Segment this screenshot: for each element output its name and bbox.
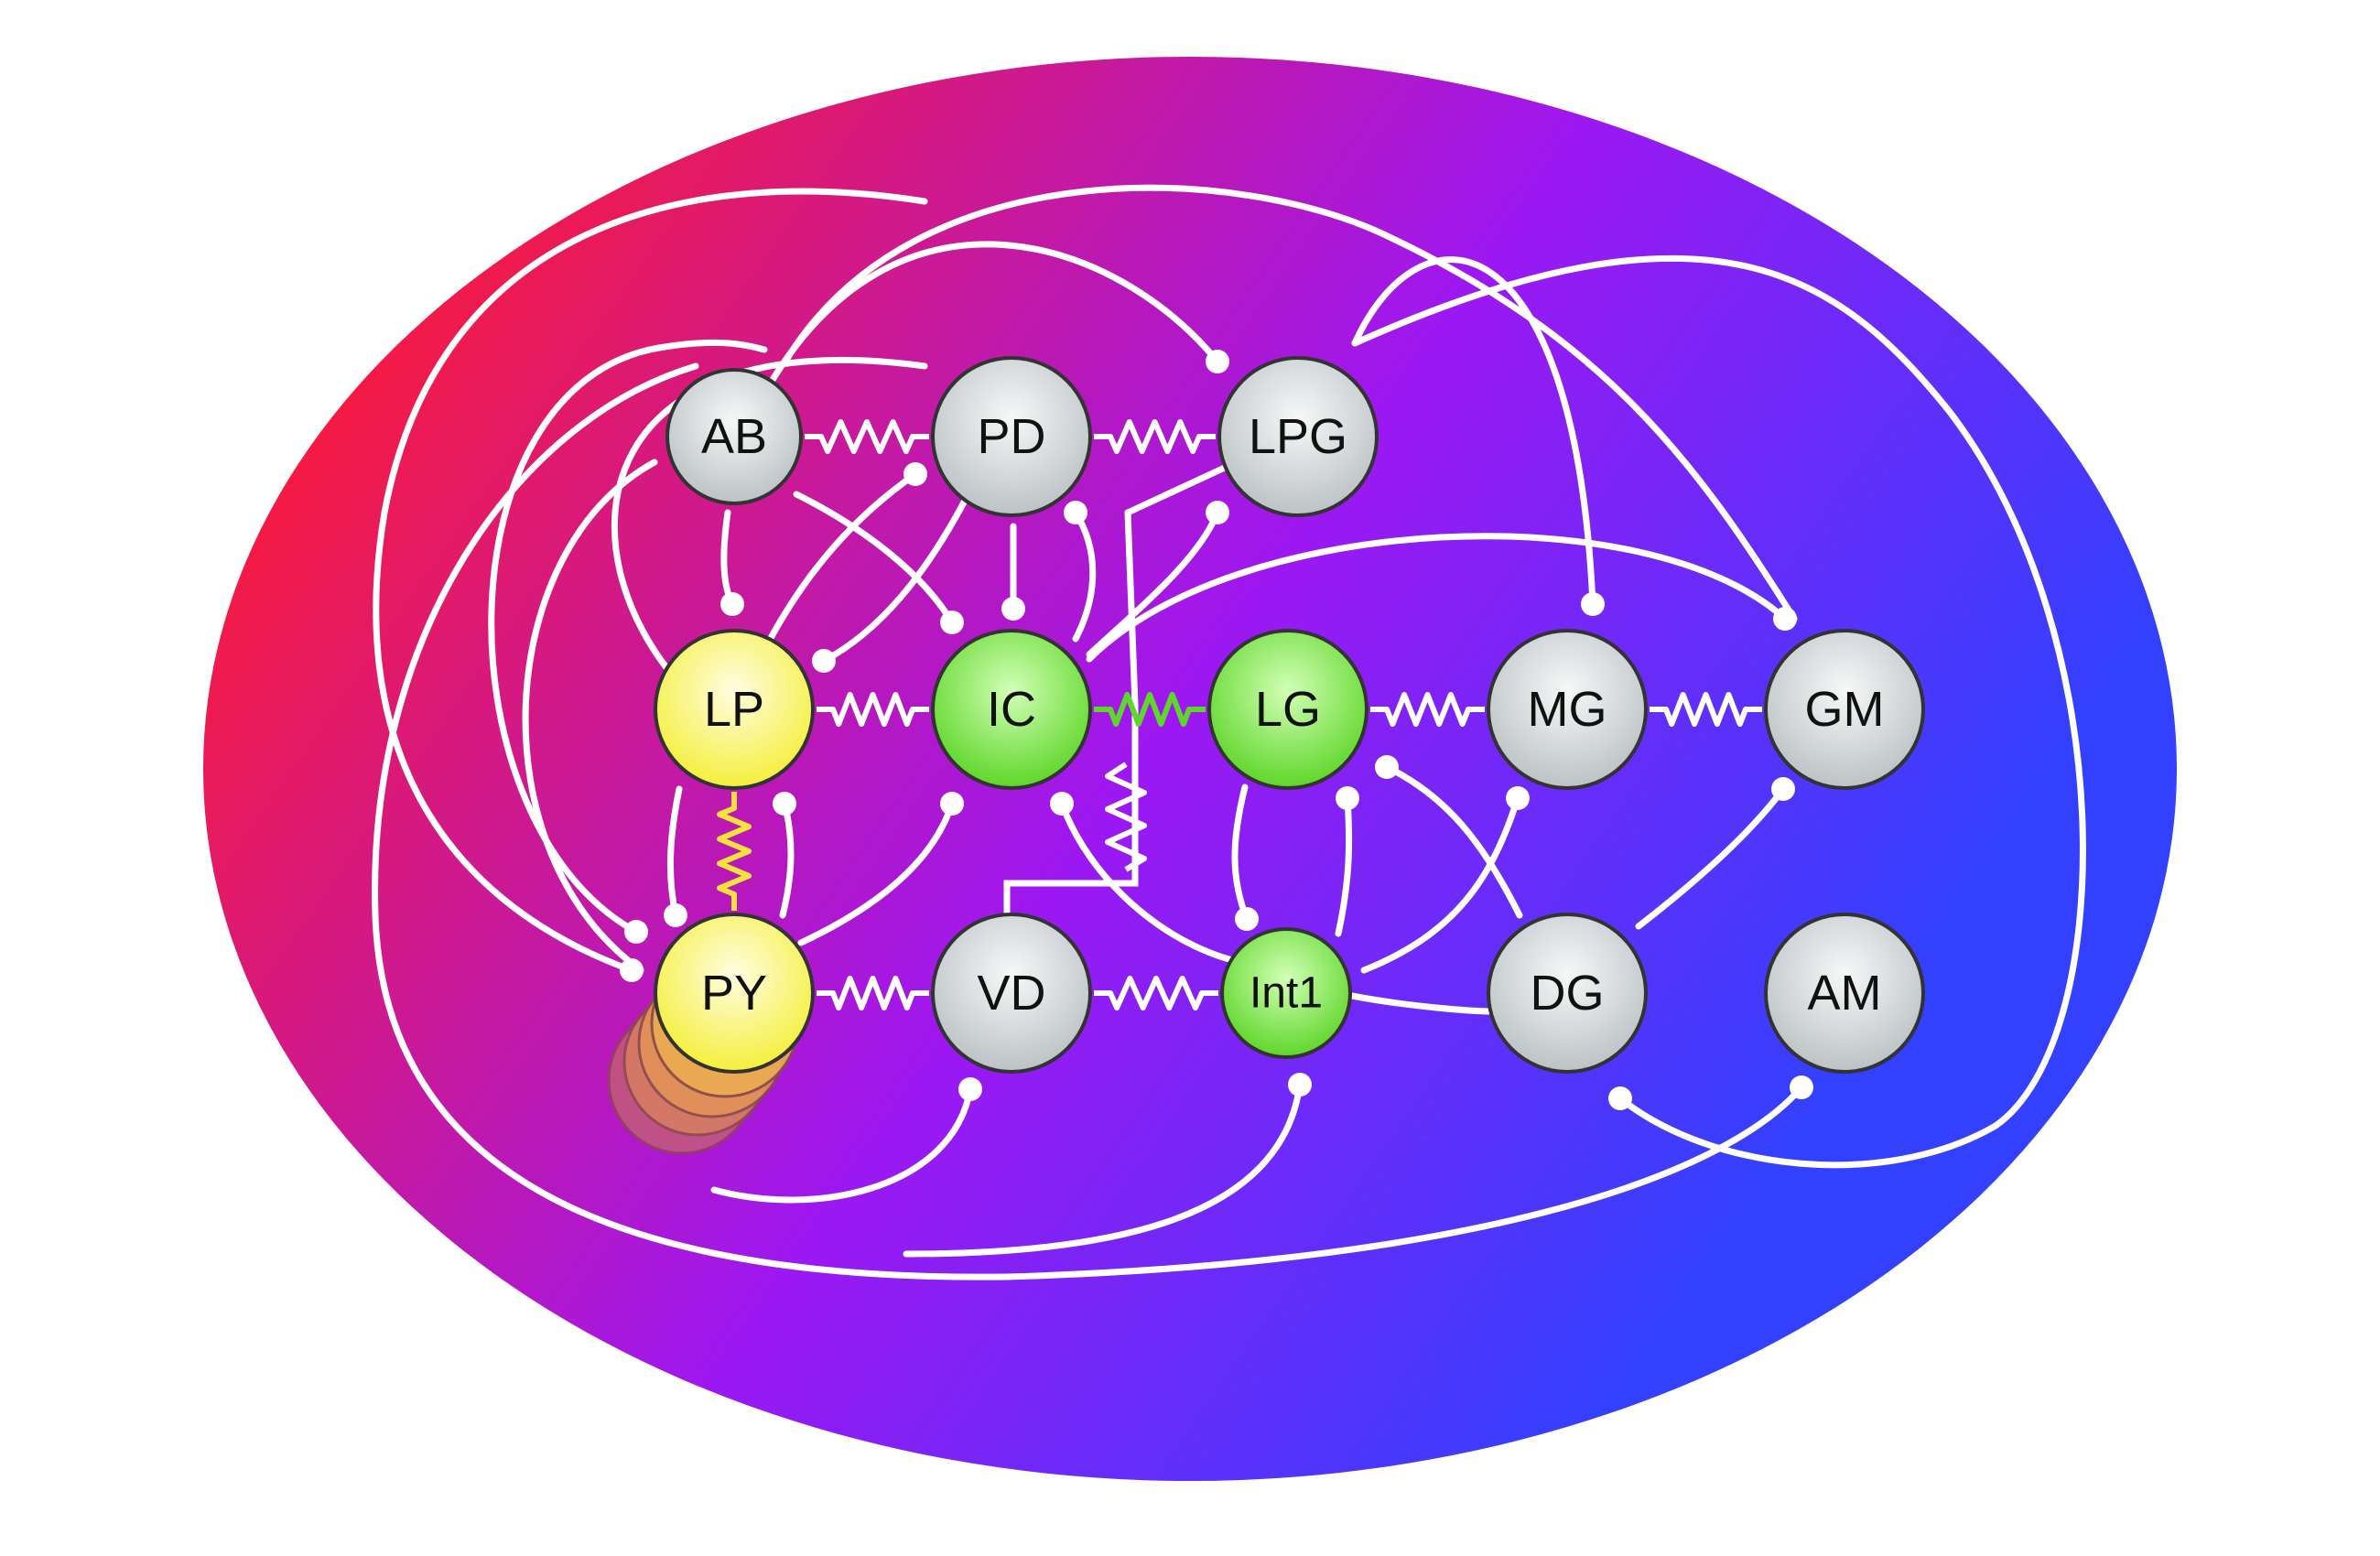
neuron-label: AM: [1808, 966, 1882, 1021]
synapse-terminal: [1608, 1086, 1632, 1110]
neuron-LP[interactable]: LP: [654, 629, 815, 790]
synapse-terminal: [1336, 786, 1359, 810]
gap-junction-py-vd: [817, 976, 929, 1010]
gap-junction-lp-py: [717, 792, 752, 911]
neuron-label: Int1: [1250, 969, 1323, 1018]
synapse-terminal: [664, 903, 687, 927]
synapse-terminal: [1050, 792, 1074, 816]
neuron-PD[interactable]: PD: [931, 356, 1092, 517]
neuron-AM[interactable]: AM: [1764, 913, 1925, 1074]
synapse-terminal: [940, 792, 964, 816]
neuron-label: AB: [701, 409, 767, 464]
synapse-terminal: [624, 920, 648, 944]
synapse-lp-pd: [756, 470, 919, 663]
synapse-lg-int1-left: [1231, 783, 1250, 923]
neuron-label: DG: [1531, 966, 1605, 1021]
synapse-terminal: [1288, 1073, 1312, 1097]
synapse-lp-pd-arc: [611, 357, 928, 690]
gap-junction-mg-gm: [1650, 692, 1762, 727]
synapse-pd-lp: [820, 495, 969, 665]
synapse-terminal: [773, 792, 796, 816]
neuron-MG[interactable]: MG: [1487, 629, 1648, 790]
synapse-terminal: [1001, 597, 1025, 621]
synapse-py-ic: [797, 800, 956, 946]
synapse-lpg-wire: [1124, 463, 1230, 516]
electrical-synapses: [717, 419, 1762, 1010]
synapse-terminal: [1064, 501, 1087, 524]
synapse-terminal: [1235, 907, 1259, 931]
synapse-terminal: [1771, 777, 1795, 801]
synapse-terminal: [1790, 1075, 1813, 1099]
neuron-label: PD: [977, 409, 1045, 464]
neuron-LG[interactable]: LG: [1207, 629, 1368, 790]
synapse-am-left-loop: [372, 362, 1805, 1280]
synapse-ic-pd: [1072, 509, 1097, 643]
synapse-ab-py-outer: [522, 459, 658, 974]
synapse-dg-gm: [1635, 785, 1787, 930]
synapse-vd-py: [710, 1086, 974, 1204]
neuron-label: MG: [1528, 682, 1607, 737]
synapse-ic-gm: [1086, 533, 1789, 663]
synapse-stub-vd-lg: [1003, 509, 1139, 919]
synapse-py-ab-arc: [488, 339, 768, 935]
synapse-int1-lg-right: [1335, 794, 1353, 937]
synapse-terminal: [720, 592, 744, 616]
gap-junction-pd-lpg: [1094, 419, 1216, 454]
neuron-label: PY: [701, 966, 767, 1021]
neuron-Int1[interactable]: Int1: [1220, 927, 1352, 1059]
synapse-terminal: [940, 611, 964, 634]
neuron-DG[interactable]: DG: [1487, 913, 1648, 1074]
synapse-big-left-arc: [373, 188, 928, 974]
gap-junction-lg-mg: [1370, 692, 1485, 727]
synapse-lpg-ic: [1086, 509, 1221, 658]
synapse-pd-arc-top: [782, 184, 1798, 622]
synapse-terminal: [1506, 786, 1530, 810]
synapse-terminal: [812, 649, 836, 673]
neurons: AB PD LPG LP IC LG MG GM: [654, 356, 1925, 1074]
synapse-py-lp-right: [779, 800, 795, 919]
synapse-int1-bottom: [903, 1081, 1304, 1258]
neuron-label: LP: [704, 682, 764, 737]
synapse-terminal: [1773, 607, 1797, 631]
gap-junction-lp-ic: [817, 692, 929, 727]
synapse-terminal: [958, 1077, 982, 1101]
gap-junction-ic-lg: [1094, 692, 1206, 727]
neuron-VD[interactable]: VD: [931, 913, 1092, 1074]
neuron-LPG[interactable]: LPG: [1217, 356, 1379, 517]
synapse-lpg-mg: [1351, 256, 1596, 608]
neuron-label: LG: [1255, 682, 1321, 737]
synapse-ic-int1: [1058, 800, 1239, 965]
neuron-AB[interactable]: AB: [665, 368, 803, 505]
synapse-int1-dg: [1348, 992, 1496, 1015]
neuron-label: VD: [977, 966, 1045, 1021]
synapse-terminal: [1206, 501, 1229, 524]
neuron-label: GM: [1805, 682, 1885, 737]
synapse-ab-ic: [793, 491, 956, 626]
synapse-dg-lpg-loop: [1351, 254, 2086, 1169]
neuron-label: IC: [987, 682, 1036, 737]
neuron-IC[interactable]: IC: [931, 629, 1092, 790]
synapse-terminal: [1375, 755, 1399, 779]
synapse-terminal: [903, 462, 927, 486]
gap-junction-ic-vd-vertical: [1105, 762, 1147, 872]
synapse-terminal: [1206, 350, 1229, 373]
chemical-synapses: [372, 184, 2086, 1280]
synapse-int1-mg: [1360, 794, 1521, 974]
neuron-PY[interactable]: PY: [654, 913, 815, 1074]
neuron-GM[interactable]: GM: [1764, 629, 1925, 790]
neuron-label: LPG: [1249, 409, 1347, 464]
gap-junction-vd-int1: [1094, 976, 1218, 1010]
gap-junction-ab-pd: [805, 419, 929, 454]
synapse-terminal: [1581, 592, 1605, 616]
synapse-dg-lg: [1383, 763, 1523, 919]
synapse-lp-py-left: [666, 785, 683, 919]
